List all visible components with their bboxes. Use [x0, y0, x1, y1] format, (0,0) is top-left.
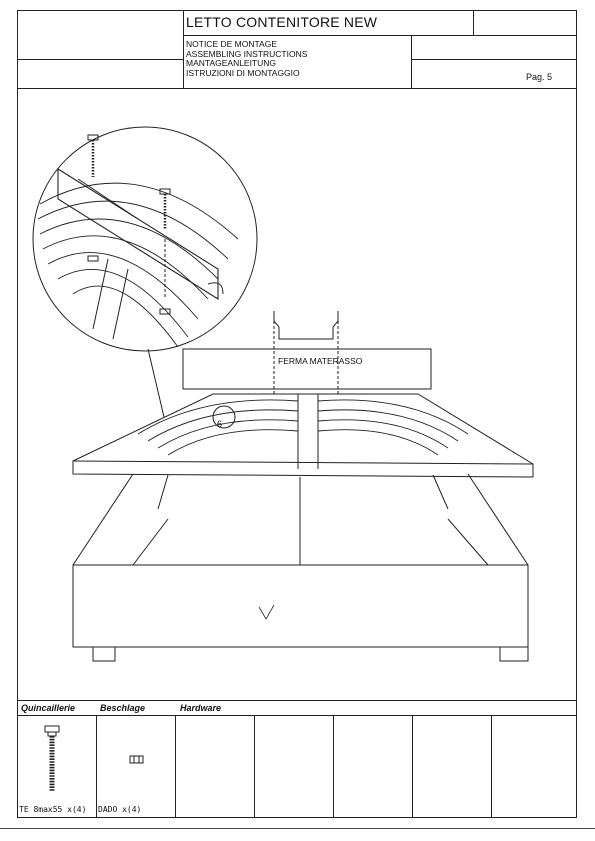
hardware-label-de: Beschlage — [100, 703, 146, 713]
leader-line — [147, 348, 165, 418]
assembly-illustration — [32, 126, 534, 662]
bolt-label: TE 8max55 x(4) — [19, 805, 87, 814]
instruction-sheet: LETTO CONTENITORE NEW NOTICE DE MONTAGE … — [17, 10, 577, 818]
document-title: LETTO CONTENITORE NEW — [186, 14, 378, 30]
part-number-label: 6 — [217, 419, 223, 429]
hardware-cell-empty — [492, 716, 576, 817]
instruction-titles: NOTICE DE MONTAGE ASSEMBLING INSTRUCTION… — [186, 39, 308, 78]
header-block: LETTO CONTENITORE NEW NOTICE DE MONTAGE … — [18, 11, 576, 89]
page-footer-line — [0, 828, 595, 829]
hardware-label-en: Hardware — [180, 703, 222, 713]
note-english: ASSEMBLING INSTRUCTIONS — [186, 48, 308, 59]
hardware-cell-empty — [413, 716, 492, 817]
label-ferma-materasso: FERMA MATERASSO — [278, 356, 363, 366]
assembly-drawing: FERMA MATERASSO 6 — [18, 89, 576, 699]
hardware-grid: TE 8max55 x(4) DADO x(4) — [18, 716, 576, 817]
slatted-frame — [72, 393, 534, 510]
hardware-cell-bolt: TE 8max55 x(4) — [18, 716, 97, 817]
part-callout-circle — [212, 405, 236, 429]
hardware-header: Quincaillerie Beschlage Hardware — [18, 700, 576, 716]
page-number: Pag. 5 — [526, 72, 553, 82]
hardware-cell-empty — [176, 716, 255, 817]
mattress-stop-bracket — [273, 311, 339, 394]
hardware-cell-empty — [334, 716, 413, 817]
storage-base — [72, 473, 529, 662]
hardware-cell-empty — [255, 716, 334, 817]
hardware-cell-nut: DADO x(4) — [97, 716, 176, 817]
detail-magnifier — [32, 126, 258, 352]
bolt-icon — [44, 725, 60, 791]
headboard — [182, 348, 432, 390]
hardware-label-fr: Quincaillerie — [21, 703, 76, 713]
note-german: MANTAGEANLEITUNG — [186, 58, 277, 69]
nut-icon — [129, 755, 144, 764]
nut-label: DADO x(4) — [98, 805, 142, 814]
note-italian: ISTRUZIONI DI MONTAGGIO — [186, 67, 300, 78]
note-french: NOTICE DE MONTAGE — [186, 39, 277, 49]
